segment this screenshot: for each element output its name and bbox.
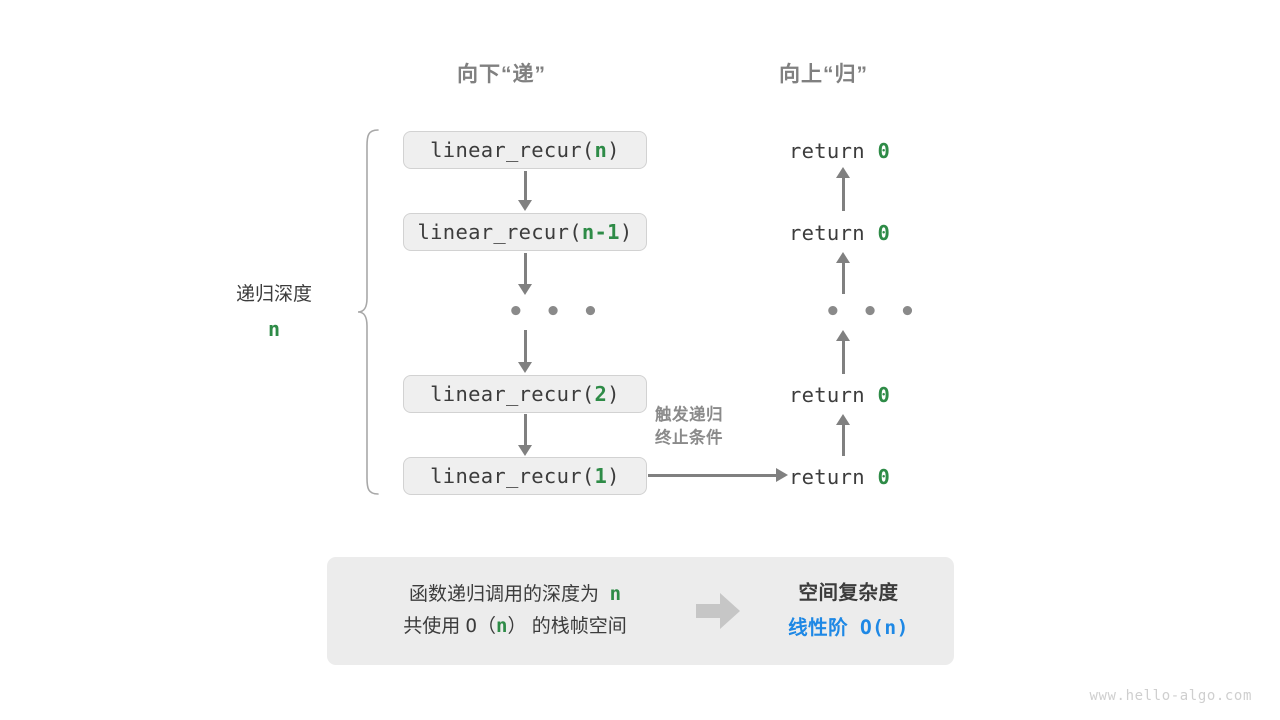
return-value: 0 xyxy=(877,383,891,407)
arrow-up-icon xyxy=(836,252,850,294)
arrow-down-icon xyxy=(518,253,532,295)
return-value: 0 xyxy=(877,465,891,489)
site-watermark: www.hello-algo.com xyxy=(1089,688,1252,704)
return-value: 0 xyxy=(877,139,891,163)
return-keyword: return xyxy=(789,139,865,163)
complexity-order-label: 线性阶 xyxy=(788,616,849,639)
complexity-summary-panel: 函数递归调用的深度为 n 共使用 O（n） 的栈帧空间 空间复杂度 线性阶 O(… xyxy=(327,557,954,665)
return-statement: return 0 xyxy=(789,139,890,163)
call-frame-arg: 2 xyxy=(594,382,608,406)
return-keyword: return xyxy=(789,383,865,407)
arrow-right-icon xyxy=(648,468,788,482)
termination-condition-note: 触发递归 终止条件 xyxy=(655,404,723,451)
termination-note-line1: 触发递归 xyxy=(655,406,723,424)
call-frame-prefix: linear_recur( xyxy=(430,382,595,406)
call-frame-prefix: linear_recur( xyxy=(430,464,595,488)
summary-line2-bigo-close: ） xyxy=(507,615,527,637)
return-value: 0 xyxy=(877,221,891,245)
call-frame-prefix: linear_recur( xyxy=(417,220,582,244)
call-frame-box[interactable]: linear_recur(2) xyxy=(403,375,647,413)
summary-line2-var: n xyxy=(495,615,508,637)
return-keyword: return xyxy=(789,221,865,245)
summary-line2-post: 的栈帧空间 xyxy=(531,616,627,637)
complexity-big-o: O(n) xyxy=(859,615,909,639)
recursion-depth-text: 递归深度 xyxy=(235,284,312,305)
implies-arrow-icon xyxy=(685,590,751,632)
column-header-recurse: 向下“递” xyxy=(457,63,546,86)
return-statement: return 0 xyxy=(789,221,890,245)
call-frame-arg: 1 xyxy=(594,464,608,488)
call-frame-suffix: ) xyxy=(619,220,633,244)
return-statement: return 0 xyxy=(789,465,890,489)
arrow-up-icon xyxy=(836,414,850,456)
summary-line-1: 函数递归调用的深度为 n xyxy=(345,579,685,611)
summary-line-2: 共使用 O（n） 的栈帧空间 xyxy=(345,611,685,643)
ellipsis-recurse: • • • xyxy=(508,297,602,327)
return-keyword: return xyxy=(789,465,865,489)
ellipsis-return: • • • xyxy=(825,297,919,327)
arrow-down-icon xyxy=(518,414,532,456)
call-frame-arg: n-1 xyxy=(581,220,620,244)
space-complexity-result: 线性阶 O(n) xyxy=(751,612,946,645)
termination-note-line2: 终止条件 xyxy=(655,429,723,448)
arrow-down-icon xyxy=(518,330,532,374)
recursion-depth-brace xyxy=(356,128,382,496)
call-frame-box[interactable]: linear_recur(1) xyxy=(403,457,647,495)
call-frame-box[interactable]: linear_recur(n) xyxy=(403,131,647,169)
summary-description: 函数递归调用的深度为 n 共使用 O（n） 的栈帧空间 xyxy=(327,579,685,643)
summary-line2-pre: 共使用 xyxy=(403,616,461,637)
arrow-up-icon xyxy=(836,330,850,374)
return-statement: return 0 xyxy=(789,383,890,407)
summary-line1-text: 函数递归调用的深度为 xyxy=(408,584,599,606)
call-frame-suffix: ) xyxy=(607,382,620,406)
call-frame-suffix: ) xyxy=(607,138,620,162)
arrow-up-icon xyxy=(836,167,850,211)
summary-line2-bigo-open: O（ xyxy=(465,615,496,637)
summary-conclusion: 空间复杂度 线性阶 O(n) xyxy=(751,578,954,644)
arrow-down-icon xyxy=(518,171,532,211)
recursion-depth-value: n xyxy=(267,316,281,341)
space-complexity-title: 空间复杂度 xyxy=(798,581,899,604)
call-frame-suffix: ) xyxy=(607,464,620,488)
call-frame-box[interactable]: linear_recur(n-1) xyxy=(403,213,647,251)
column-header-return: 向上“归” xyxy=(779,63,868,86)
call-frame-arg: n xyxy=(594,138,608,162)
recursion-depth-label: 递归深度 n xyxy=(196,281,352,344)
summary-line1-var: n xyxy=(609,583,622,606)
call-frame-prefix: linear_recur( xyxy=(430,138,595,162)
